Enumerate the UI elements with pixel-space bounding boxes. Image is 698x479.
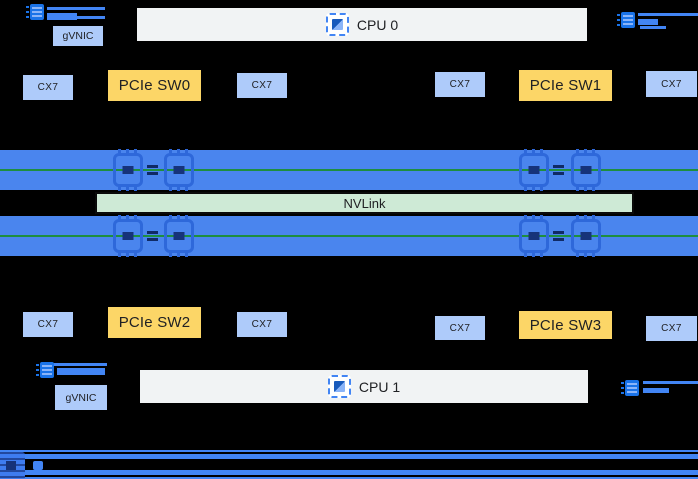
pcie-sw0-label: PCIe SW0 <box>118 77 191 94</box>
bus-line <box>0 454 698 459</box>
cx7-label: CX7 <box>251 80 273 91</box>
gpu-chip-icon <box>519 149 549 191</box>
gpu-chip-icon <box>571 215 601 257</box>
nic-link-icon <box>36 362 54 378</box>
cx7-label: CX7 <box>37 82 59 93</box>
pcie-sw3-label: PCIe SW3 <box>529 316 602 334</box>
cx7-label: CX7 <box>449 79 471 90</box>
cx7-box-5: CX7 <box>23 312 73 337</box>
gpu-chip-icon <box>113 215 143 257</box>
cpu0-label: CPU 0 <box>356 16 399 33</box>
nic-link-icon <box>26 4 44 20</box>
gpu-link-dash <box>147 231 158 234</box>
cx7-box-6: CX7 <box>237 312 287 337</box>
gpu-link-dash <box>553 238 564 241</box>
cx7-box-7: CX7 <box>435 316 485 340</box>
link-line <box>50 363 107 366</box>
cx7-label: CX7 <box>661 323 682 334</box>
bus-node-square <box>33 461 43 470</box>
link-line <box>640 26 666 29</box>
link-line <box>638 19 658 25</box>
gvnic-label: gVNIC <box>62 30 94 42</box>
nvlink-bar: NVLink <box>95 192 634 214</box>
cpu1-label: CPU 1 <box>358 378 401 395</box>
nic-link-icon <box>617 12 635 28</box>
gpu-link-dash <box>147 238 158 241</box>
cx7-box-3: CX7 <box>435 72 485 97</box>
cx7-box-2: CX7 <box>237 73 287 98</box>
bus-line <box>0 470 698 475</box>
gvnic-box-bottom: gVNIC <box>55 385 107 410</box>
pcie-sw1-label: PCIe SW1 <box>529 77 602 94</box>
link-line <box>75 16 105 19</box>
link-line <box>57 368 105 375</box>
link-line <box>643 381 698 384</box>
nvlink-label: NVLink <box>343 195 386 211</box>
pcie-sw1-box: PCIe SW1 <box>519 70 612 101</box>
cx7-label: CX7 <box>661 78 682 90</box>
nvlink-rail-top <box>0 169 698 171</box>
link-line <box>638 13 698 16</box>
cx7-label: CX7 <box>37 319 59 330</box>
pcie-sw2-box: PCIe SW2 <box>108 307 201 338</box>
bus-line <box>0 450 698 452</box>
link-line <box>643 388 669 393</box>
gpu-link-dash <box>553 165 564 168</box>
bus-line <box>0 477 698 479</box>
gpu-chip-icon <box>571 149 601 191</box>
gpu-link-dash <box>553 172 564 175</box>
gpu-chip-icon <box>519 215 549 257</box>
gvnic-label: gVNIC <box>65 391 97 404</box>
nic-link-icon <box>621 380 639 396</box>
bus-chip-icon <box>0 452 25 479</box>
cpu-chip-icon <box>325 13 349 36</box>
pcie-sw3-box: PCIe SW3 <box>519 311 612 339</box>
gpu-chip-icon <box>113 149 143 191</box>
link-line <box>47 7 105 10</box>
cx7-box-4: CX7 <box>646 71 697 97</box>
cpu0-box: CPU 0 <box>137 8 587 41</box>
nvlink-rail-bottom <box>0 235 698 237</box>
cx7-box-8: CX7 <box>646 316 697 341</box>
cpu-chip-icon <box>327 375 351 398</box>
cpu1-box: CPU 1 <box>140 370 588 403</box>
gpu-chip-icon <box>164 215 194 257</box>
link-line <box>47 13 77 20</box>
pcie-sw0-box: PCIe SW0 <box>108 70 201 101</box>
cx7-label: CX7 <box>449 322 471 334</box>
cx7-label: CX7 <box>251 319 273 330</box>
gpu-link-dash <box>147 165 158 168</box>
gpu-link-dash <box>147 172 158 175</box>
gpu-chip-icon <box>164 149 194 191</box>
gvnic-box-top: gVNIC <box>53 26 103 46</box>
cx7-box-1: CX7 <box>23 75 73 100</box>
pcie-sw2-label: PCIe SW2 <box>118 314 191 331</box>
gpu-link-dash <box>553 231 564 234</box>
